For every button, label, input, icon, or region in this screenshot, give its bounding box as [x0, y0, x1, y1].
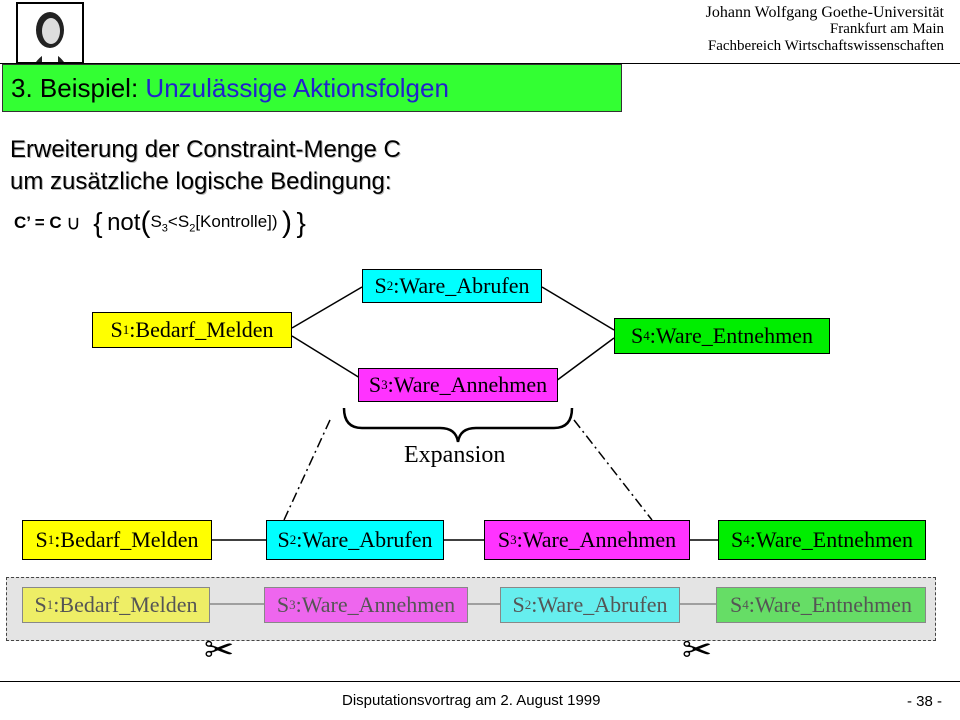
edge-s1-s3 [291, 335, 361, 379]
intro-text: Erweiterung der Constraint-Menge C um zu… [10, 134, 401, 198]
scissors-icon: ✂ [682, 629, 713, 670]
slide-title-text: Unzulässige Aktionsfolgen [145, 73, 449, 103]
page-number: - 38 - [906, 693, 942, 710]
footer-rule [0, 681, 960, 682]
edge-s1-s2 [291, 286, 363, 329]
university-department: Fachbereich Wirtschaftswissenschaften [707, 38, 944, 54]
expansion-label: Expansion [404, 442, 506, 468]
header-rule [0, 63, 960, 64]
formula-not: not [107, 209, 141, 236]
footer-text: Disputationsvortrag am 2. August 1999 [342, 692, 601, 709]
intro-line-2: um zusätzliche logische Bedingung: [10, 168, 392, 195]
formula-inner: S3<S2[Kontrolle]) [150, 211, 278, 235]
formula-union: ∪ [66, 212, 81, 235]
university-name: Johann Wolfgang Goethe-Universität [705, 4, 944, 21]
slide-title: 3. Beispiel: Unzulässige Aktionsfolgen [2, 64, 622, 112]
constraint-formula: C’ = C ∪ { not(S3<S2[Kontrolle]) ) } [14, 206, 306, 240]
university-info: Johann Wolfgang Goethe-Universität Frank… [706, 4, 944, 55]
expansion-line-right [573, 419, 653, 521]
portrait-icon [36, 12, 64, 62]
expansion-line-left [283, 419, 331, 521]
formula-close-paren: ) [281, 206, 292, 239]
goethe-portrait-logo [16, 2, 84, 64]
edge-s2-s4 [541, 286, 615, 331]
edge-s3-s4 [555, 337, 615, 382]
university-city: Frankfurt am Main [829, 21, 944, 37]
formula-close-brace: } [296, 207, 306, 238]
intro-line-1: Erweiterung der Constraint-Menge C [10, 136, 401, 163]
expansion-brace [342, 407, 574, 443]
formula-open-paren: ( [140, 206, 151, 239]
slide-title-number: 3. Beispiel: [11, 73, 139, 103]
formula-open-brace: { [93, 207, 103, 238]
formula-lhs: C’ = C [14, 213, 62, 232]
scissors-icon: ✂ [204, 629, 235, 670]
